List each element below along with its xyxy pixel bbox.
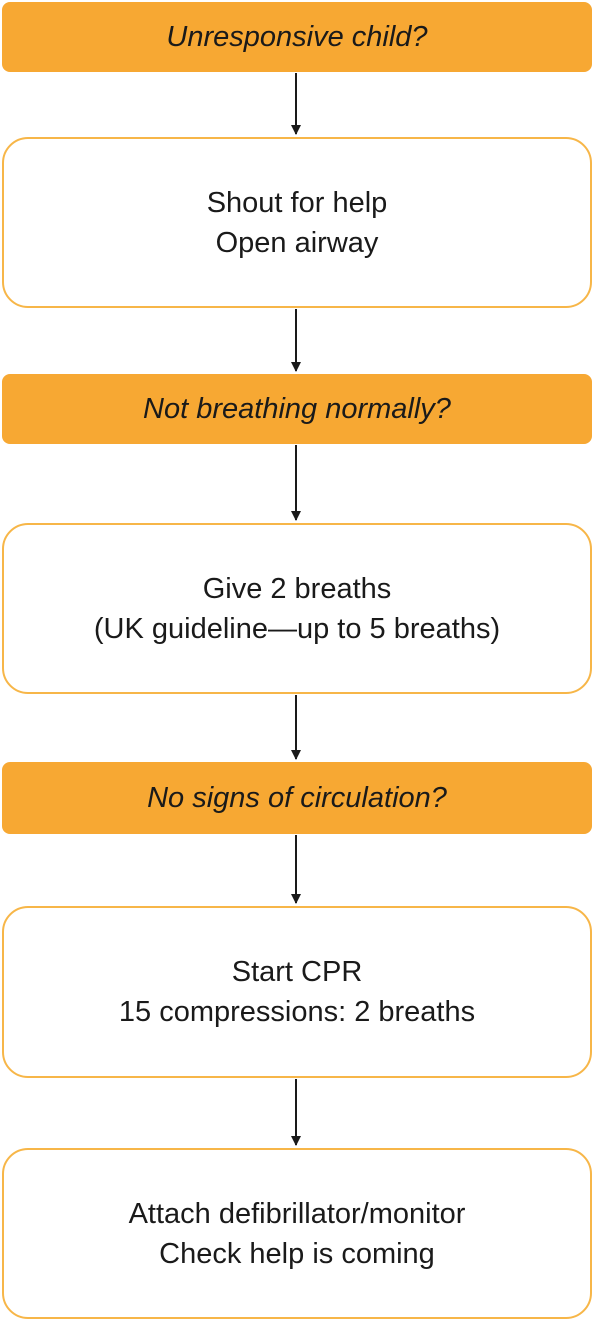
decision-unresponsive-child: Unresponsive child? xyxy=(2,2,592,72)
step-text: (UK guideline—up to 5 breaths) xyxy=(93,612,501,645)
step-text: No signs of circulation? xyxy=(147,782,447,814)
decision-no-circulation: No signs of circulation? xyxy=(2,762,592,834)
action-start-cpr: Start CPR 15 compressions: 2 breaths xyxy=(2,906,592,1078)
step-text: 15 compressions: 2 breaths xyxy=(118,996,476,1028)
action-attach-defibrillator: Attach defibrillator/monitor Check help … xyxy=(2,1148,592,1319)
step-text: Unresponsive child? xyxy=(166,21,428,53)
step-text: Give 2 breaths xyxy=(202,572,392,605)
action-give-breaths: Give 2 breaths (UK guideline—up to 5 bre… xyxy=(2,523,592,694)
step-text: Start CPR xyxy=(231,956,363,988)
step-text: Attach defibrillator/monitor xyxy=(128,1197,466,1230)
decision-not-breathing: Not breathing normally? xyxy=(2,374,592,444)
step-text: Open airway xyxy=(215,226,379,259)
step-text: Shout for help xyxy=(206,186,388,219)
action-shout-for-help: Shout for help Open airway xyxy=(2,137,592,308)
step-text: Not breathing normally? xyxy=(143,393,451,425)
step-text: Check help is coming xyxy=(159,1237,435,1270)
